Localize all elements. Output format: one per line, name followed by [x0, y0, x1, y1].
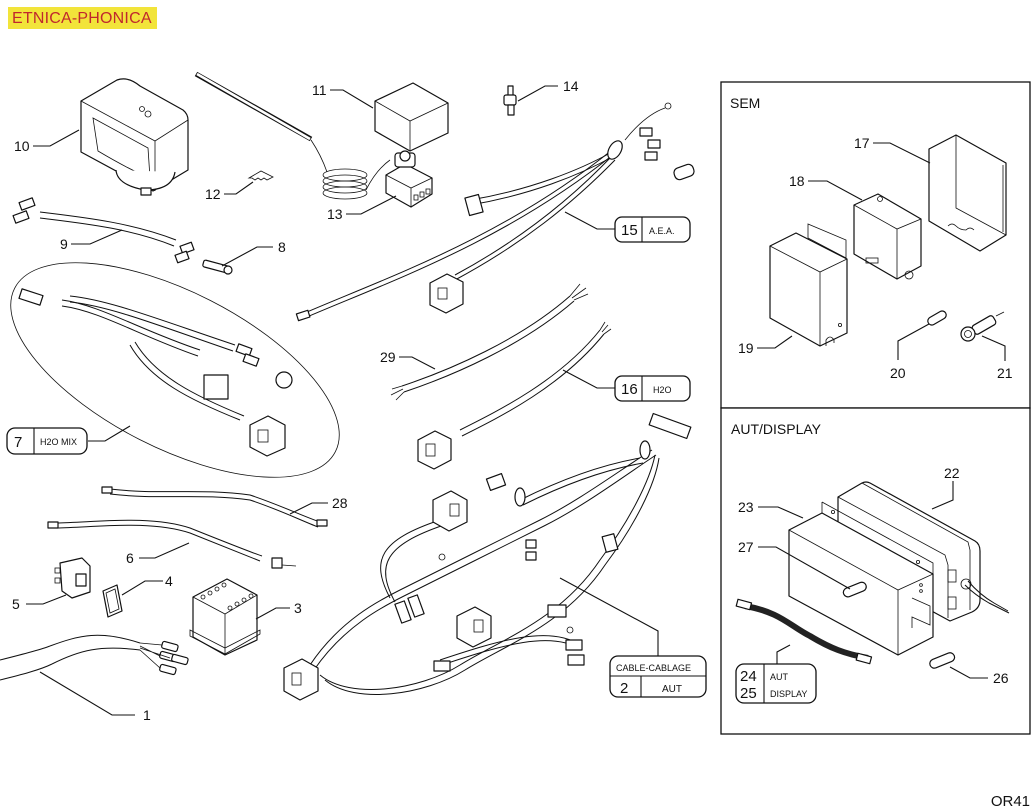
part-5-rocker-switch — [54, 557, 91, 599]
label-16-number: 16 — [621, 381, 638, 398]
part-20-fuse — [927, 310, 947, 326]
callout-21: 21 — [997, 365, 1013, 381]
label-24-text: AUT — [770, 672, 789, 682]
callout-9: 9 — [60, 236, 68, 252]
callout-14: 14 — [563, 78, 579, 94]
callout-20: 20 — [890, 365, 906, 381]
part-2-main-harness — [283, 412, 692, 701]
callout-12: 12 — [205, 186, 221, 202]
callout-13: 13 — [327, 206, 343, 222]
part-19-transformer — [769, 223, 848, 347]
callout-27: 27 — [738, 539, 754, 555]
part-8-indicator-lamp — [202, 259, 233, 275]
part-24-25-ribbon-cable — [735, 598, 873, 665]
panel-sem: SEM — [720, 81, 1031, 409]
label-7-number: 7 — [14, 434, 22, 451]
label-2-cable-aut: CABLE-CABLAGE 2 AUT — [609, 655, 707, 698]
label-15-aea: 15 A.E.A. — [614, 216, 691, 243]
part-15-aea-harness — [295, 102, 695, 322]
callout-28: 28 — [332, 495, 348, 511]
callout-18: 18 — [789, 173, 805, 189]
part-29-cable — [390, 283, 589, 401]
part-18-relay — [853, 193, 922, 280]
callout-6: 6 — [126, 550, 134, 566]
label-25-number: 25 — [740, 685, 757, 702]
callout-26: 26 — [993, 670, 1009, 686]
callout-23: 23 — [738, 499, 754, 515]
part-26-fuse — [929, 652, 956, 669]
label-16-h2o: 16 H2O — [614, 375, 691, 402]
label-16-text: H2O — [653, 385, 672, 395]
label-2-number: 2 — [620, 680, 628, 697]
label-24-25-aut-display: 24 AUT 25 DISPLAY — [735, 663, 817, 704]
callout-8: 8 — [278, 239, 286, 255]
callout-29: 29 — [380, 349, 396, 365]
part-4-switch-cover — [102, 584, 123, 618]
callout-11: 11 — [312, 82, 327, 98]
label-15-number: 15 — [621, 222, 638, 239]
callout-1: 1 — [143, 707, 151, 723]
part-16-h2o-cable — [417, 321, 612, 470]
label-7-text: H2O MIX — [40, 437, 77, 447]
part-11-cap — [374, 82, 449, 152]
panel-aut-display: AUT/DISPLAY — [720, 407, 1031, 735]
label-2-header: CABLE-CABLAGE — [616, 663, 691, 673]
part-17-cover — [928, 134, 1007, 252]
callout-17: 17 — [854, 135, 870, 151]
sheet-code: OR41 — [990, 793, 1030, 810]
brand-label: ETNICA-PHONICA — [8, 7, 157, 29]
panel-aut-display-title: AUT/DISPLAY — [731, 421, 822, 437]
callout-10: 10 — [14, 138, 30, 154]
part-11-13-capillary-thermostat — [194, 71, 391, 200]
callout-5: 5 — [12, 596, 20, 612]
label-24-number: 24 — [740, 668, 757, 685]
callout-3: 3 — [294, 600, 302, 616]
part-9-wire-harness — [12, 197, 195, 264]
label-15-text: A.E.A. — [649, 226, 675, 236]
part-12-terminal — [247, 170, 274, 181]
group-7-h2o-mix — [10, 262, 340, 478]
part-3-contactor — [189, 578, 261, 656]
label-2-text: AUT — [662, 684, 682, 695]
part-1-power-cord — [0, 634, 189, 681]
part-21-fuse-holder — [960, 311, 1005, 342]
part-10-pressure-switch — [80, 78, 189, 196]
callout-19: 19 — [738, 340, 754, 356]
part-27-fuse — [842, 581, 867, 598]
part-14-temperature-sensor — [503, 85, 517, 116]
part-28-wire — [101, 486, 328, 528]
callout-22: 22 — [944, 465, 960, 481]
part-6-wire-with-switch — [47, 519, 297, 569]
label-25-text: DISPLAY — [770, 689, 807, 699]
panel-sem-title: SEM — [730, 95, 760, 111]
callout-4: 4 — [165, 573, 173, 589]
part-13-thermostat — [385, 150, 433, 208]
part-22-display-board — [837, 481, 1010, 622]
label-7-h2o-mix: 7 H2O MIX — [6, 427, 88, 455]
